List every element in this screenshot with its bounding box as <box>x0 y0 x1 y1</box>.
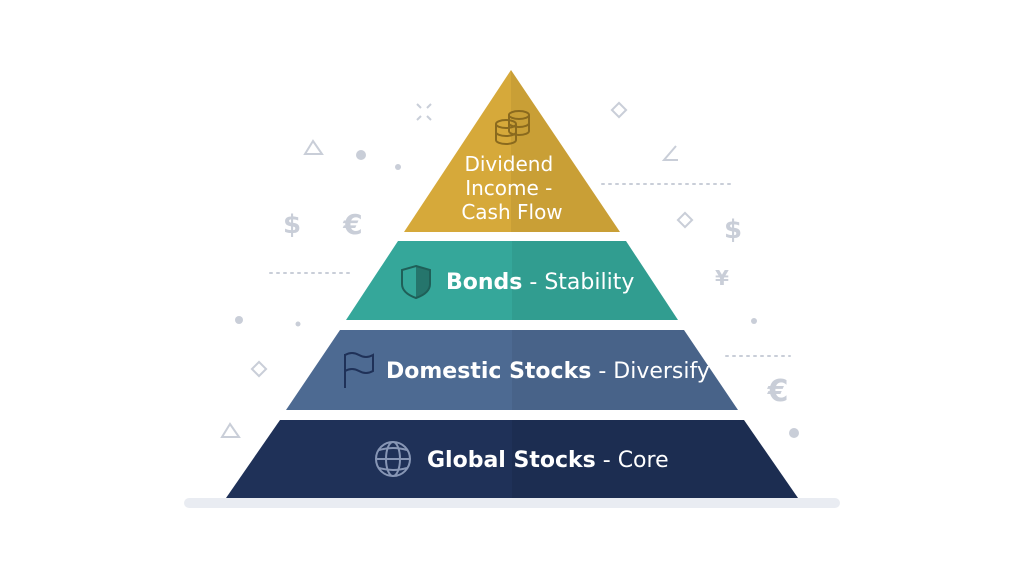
tier-dividend: Dividend Income - Cash Flow <box>404 70 620 232</box>
tier-dividend-shape <box>404 70 620 232</box>
tier-bonds-shape <box>346 241 678 320</box>
tier-bonds-label: Bonds - Stability <box>446 270 634 295</box>
coins-icon <box>495 110 530 145</box>
euro-icon: € <box>342 208 362 241</box>
shield-icon <box>401 264 431 300</box>
tier-bonds: Bonds - Stability <box>346 241 678 320</box>
diamond-icon <box>250 360 268 378</box>
tier-global-shape <box>226 420 798 498</box>
dot-icon <box>395 164 401 170</box>
sparkle-icon <box>416 103 432 121</box>
diamond-icon <box>676 211 694 229</box>
dot-icon <box>356 150 366 160</box>
angle-icon <box>661 145 678 161</box>
tier-dividend-label: Dividend Income - Cash Flow <box>461 152 562 224</box>
tier-domestic-stocks: Domestic Stocks - Diversify <box>286 330 738 410</box>
yen-icon: ¥ <box>715 266 729 290</box>
diamond-icon <box>610 101 628 119</box>
background-decorations: $ € $ ¥ € <box>220 101 799 438</box>
dot-icon <box>751 318 757 324</box>
dot-icon <box>235 316 243 324</box>
dot-icon <box>295 321 301 327</box>
triangle-icon <box>303 139 324 155</box>
pyramid-base <box>184 498 840 508</box>
flag-icon <box>344 352 374 388</box>
triangle-icon <box>220 422 241 438</box>
dollar-icon: $ <box>724 215 742 245</box>
dot-icon <box>789 428 799 438</box>
globe-icon <box>375 441 411 477</box>
tier-global-label: Global Stocks - Core <box>427 448 669 473</box>
dollar-icon: $ <box>283 210 301 240</box>
euro-icon: € <box>767 374 789 409</box>
tier-global-stocks: Global Stocks - Core <box>226 420 798 498</box>
tier-domestic-label: Domestic Stocks - Diversify <box>386 359 710 384</box>
tier-domestic-shape <box>286 330 738 410</box>
